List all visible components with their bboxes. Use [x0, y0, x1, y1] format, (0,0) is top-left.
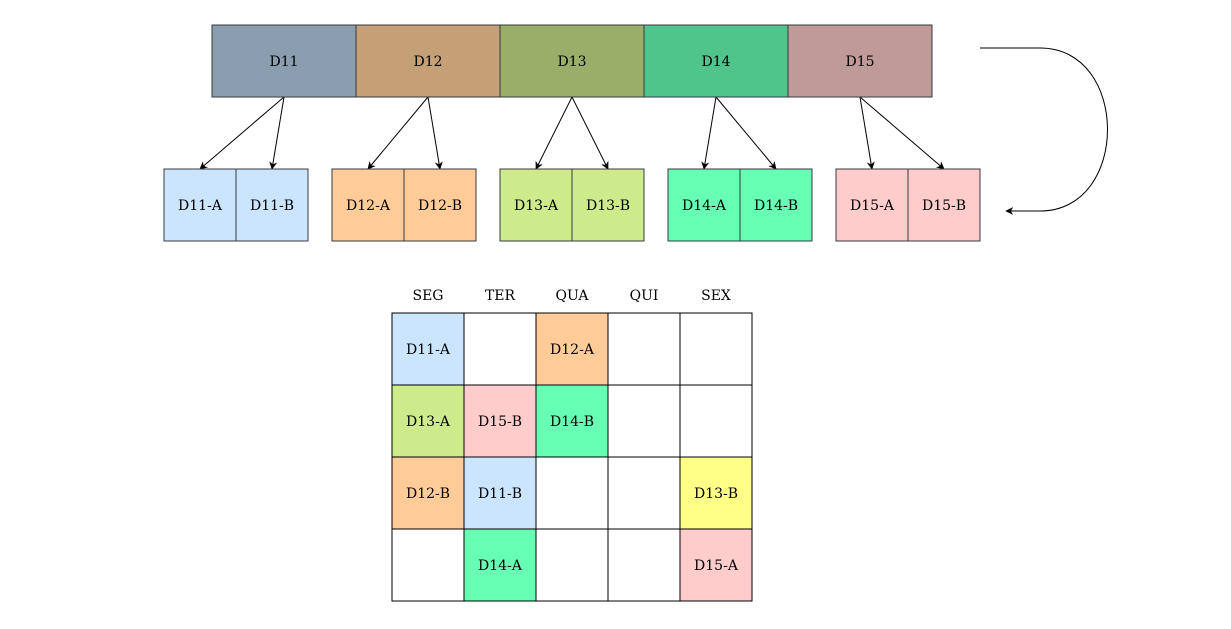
- schedule-cell: [463, 312, 537, 386]
- arrow-d11-to-d11-b: [269, 96, 285, 170]
- schedule-cell: [607, 456, 681, 530]
- parent-label-d14: D14: [701, 54, 730, 70]
- edges-layer: [199, 96, 945, 170]
- arrow-d15-to-d15-b: [859, 96, 945, 170]
- child-label-d14-b: D14-B: [754, 198, 798, 214]
- parent-box-d14: [643, 24, 789, 98]
- parent-box-d15: [787, 24, 933, 98]
- arrow-d13-to-d13-b: [571, 96, 609, 170]
- arrow-d14-to-d14-b: [715, 96, 777, 170]
- schedule-cell: [535, 456, 609, 530]
- day-header-seg: SEG: [413, 288, 444, 304]
- parent-label-d13: D13: [557, 54, 586, 70]
- schedule-cell: [535, 312, 609, 386]
- schedule-cell-label: D13-A: [406, 414, 451, 430]
- parent-label-d15: D15: [845, 54, 874, 70]
- child-label-d12-b: D12-B: [418, 198, 462, 214]
- child-row: D11-A D11-B D12-A D12-B D13-A D13-B D14-A D14-B…: [163, 168, 981, 242]
- schedule-cell: [607, 312, 681, 386]
- parent-box-d13: [499, 24, 645, 98]
- child-box-d12-a: [331, 168, 405, 242]
- child-label-d14-a: D14-A: [682, 198, 727, 214]
- schedule-cell-label: D12-B: [406, 486, 450, 502]
- child-box-d12-b: [403, 168, 477, 242]
- day-header-ter: TER: [485, 288, 516, 304]
- schedule-cell-label: D14-A: [478, 558, 523, 574]
- schedule-cell: [391, 456, 465, 530]
- child-box-d15-a: [835, 168, 909, 242]
- arrow-d12-to-d12-b: [427, 96, 443, 170]
- schedule-cell: [391, 528, 465, 602]
- child-box-d11-b: [235, 168, 309, 242]
- arrow-d11-to-d11-a: [199, 96, 285, 170]
- child-box-d13-a: [499, 168, 573, 242]
- parent-box-d11: [211, 24, 357, 98]
- schedule-cell-label: D11-B: [478, 486, 522, 502]
- child-box-d15-b: [907, 168, 981, 242]
- child-box-d13-b: [571, 168, 645, 242]
- child-box-d11-a: [163, 168, 237, 242]
- schedule-table: SEG TER QUA QUI SEX D11-A D12-A D13-A D15-B D14-B…: [391, 288, 753, 602]
- child-label-d15-a: D15-A: [850, 198, 895, 214]
- child-box-d14-a: [667, 168, 741, 242]
- curved-arrow: [980, 47, 1108, 215]
- day-header-qui: QUI: [630, 288, 659, 304]
- parent-row: D11 D12 D13 D14 D15: [211, 24, 933, 98]
- arrow-d14-to-d14-a: [701, 96, 717, 170]
- schedule-cell: [535, 528, 609, 602]
- schedule-cell: [463, 456, 537, 530]
- schedule-cell-label: D14-B: [550, 414, 594, 430]
- schedule-cell: [391, 384, 465, 458]
- schedule-cell: [679, 312, 753, 386]
- schedule-cell: [607, 528, 681, 602]
- parent-label-d11: D11: [269, 54, 298, 70]
- child-box-d14-b: [739, 168, 813, 242]
- schedule-cell: [463, 384, 537, 458]
- schedule-cell-label: D12-A: [550, 342, 595, 358]
- child-label-d11-a: D11-A: [178, 198, 223, 214]
- child-label-d13-a: D13-A: [514, 198, 559, 214]
- child-label-d13-b: D13-B: [586, 198, 630, 214]
- arrow-d13-to-d13-a: [535, 96, 573, 170]
- arrow-d15-to-d15-a: [859, 96, 875, 170]
- schedule-cell-label: D13-B: [694, 486, 738, 502]
- schedule-cell-label: D15-B: [478, 414, 522, 430]
- schedule-cell: [535, 384, 609, 458]
- arrow-d12-to-d12-a: [367, 96, 429, 170]
- day-header-qua: QUA: [556, 288, 590, 304]
- child-label-d11-b: D11-B: [250, 198, 294, 214]
- schedule-cell: [607, 384, 681, 458]
- day-header-sex: SEX: [701, 288, 731, 304]
- schedule-cell: [391, 312, 465, 386]
- schedule-cell-label: D15-A: [694, 558, 739, 574]
- parent-box-d12: [355, 24, 501, 98]
- child-label-d15-b: D15-B: [922, 198, 966, 214]
- schedule-cell-label: D11-A: [406, 342, 451, 358]
- schedule-cell: [679, 456, 753, 530]
- schedule-cell: [679, 384, 753, 458]
- parent-label-d12: D12: [413, 54, 442, 70]
- schedule-cell: [679, 528, 753, 602]
- child-label-d12-a: D12-A: [346, 198, 391, 214]
